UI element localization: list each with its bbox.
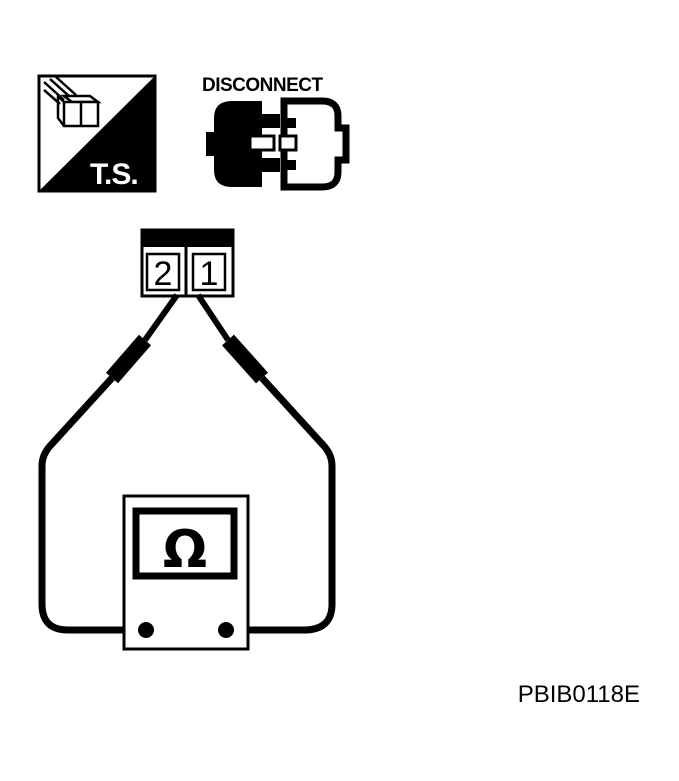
connector-right-half xyxy=(280,97,350,191)
figure-reference-code: PBIB0118E xyxy=(518,681,640,708)
small-connector-icon xyxy=(56,92,102,128)
disconnect-label: DISCONNECT xyxy=(202,75,324,96)
test-symbol-icon: T.S. xyxy=(37,74,157,193)
right-probe-lead xyxy=(195,293,336,634)
terminal-2: 2 xyxy=(145,252,181,293)
ohm-symbol-icon: Ω xyxy=(163,520,207,580)
terminal-2-number: 2 xyxy=(154,255,173,293)
harness-connector: 2 1 xyxy=(140,228,235,298)
left-probe-lead xyxy=(38,293,180,634)
ohmmeter: Ω xyxy=(122,494,250,651)
test-symbol-label: T.S. xyxy=(90,158,138,191)
meter-terminal-right xyxy=(218,622,234,638)
meter-display xyxy=(132,507,238,580)
disconnect-icon: DISCONNECT xyxy=(202,75,350,191)
meter-terminal-left xyxy=(138,622,154,638)
terminal-1: 1 xyxy=(191,252,227,293)
terminal-1-number: 1 xyxy=(200,255,219,293)
